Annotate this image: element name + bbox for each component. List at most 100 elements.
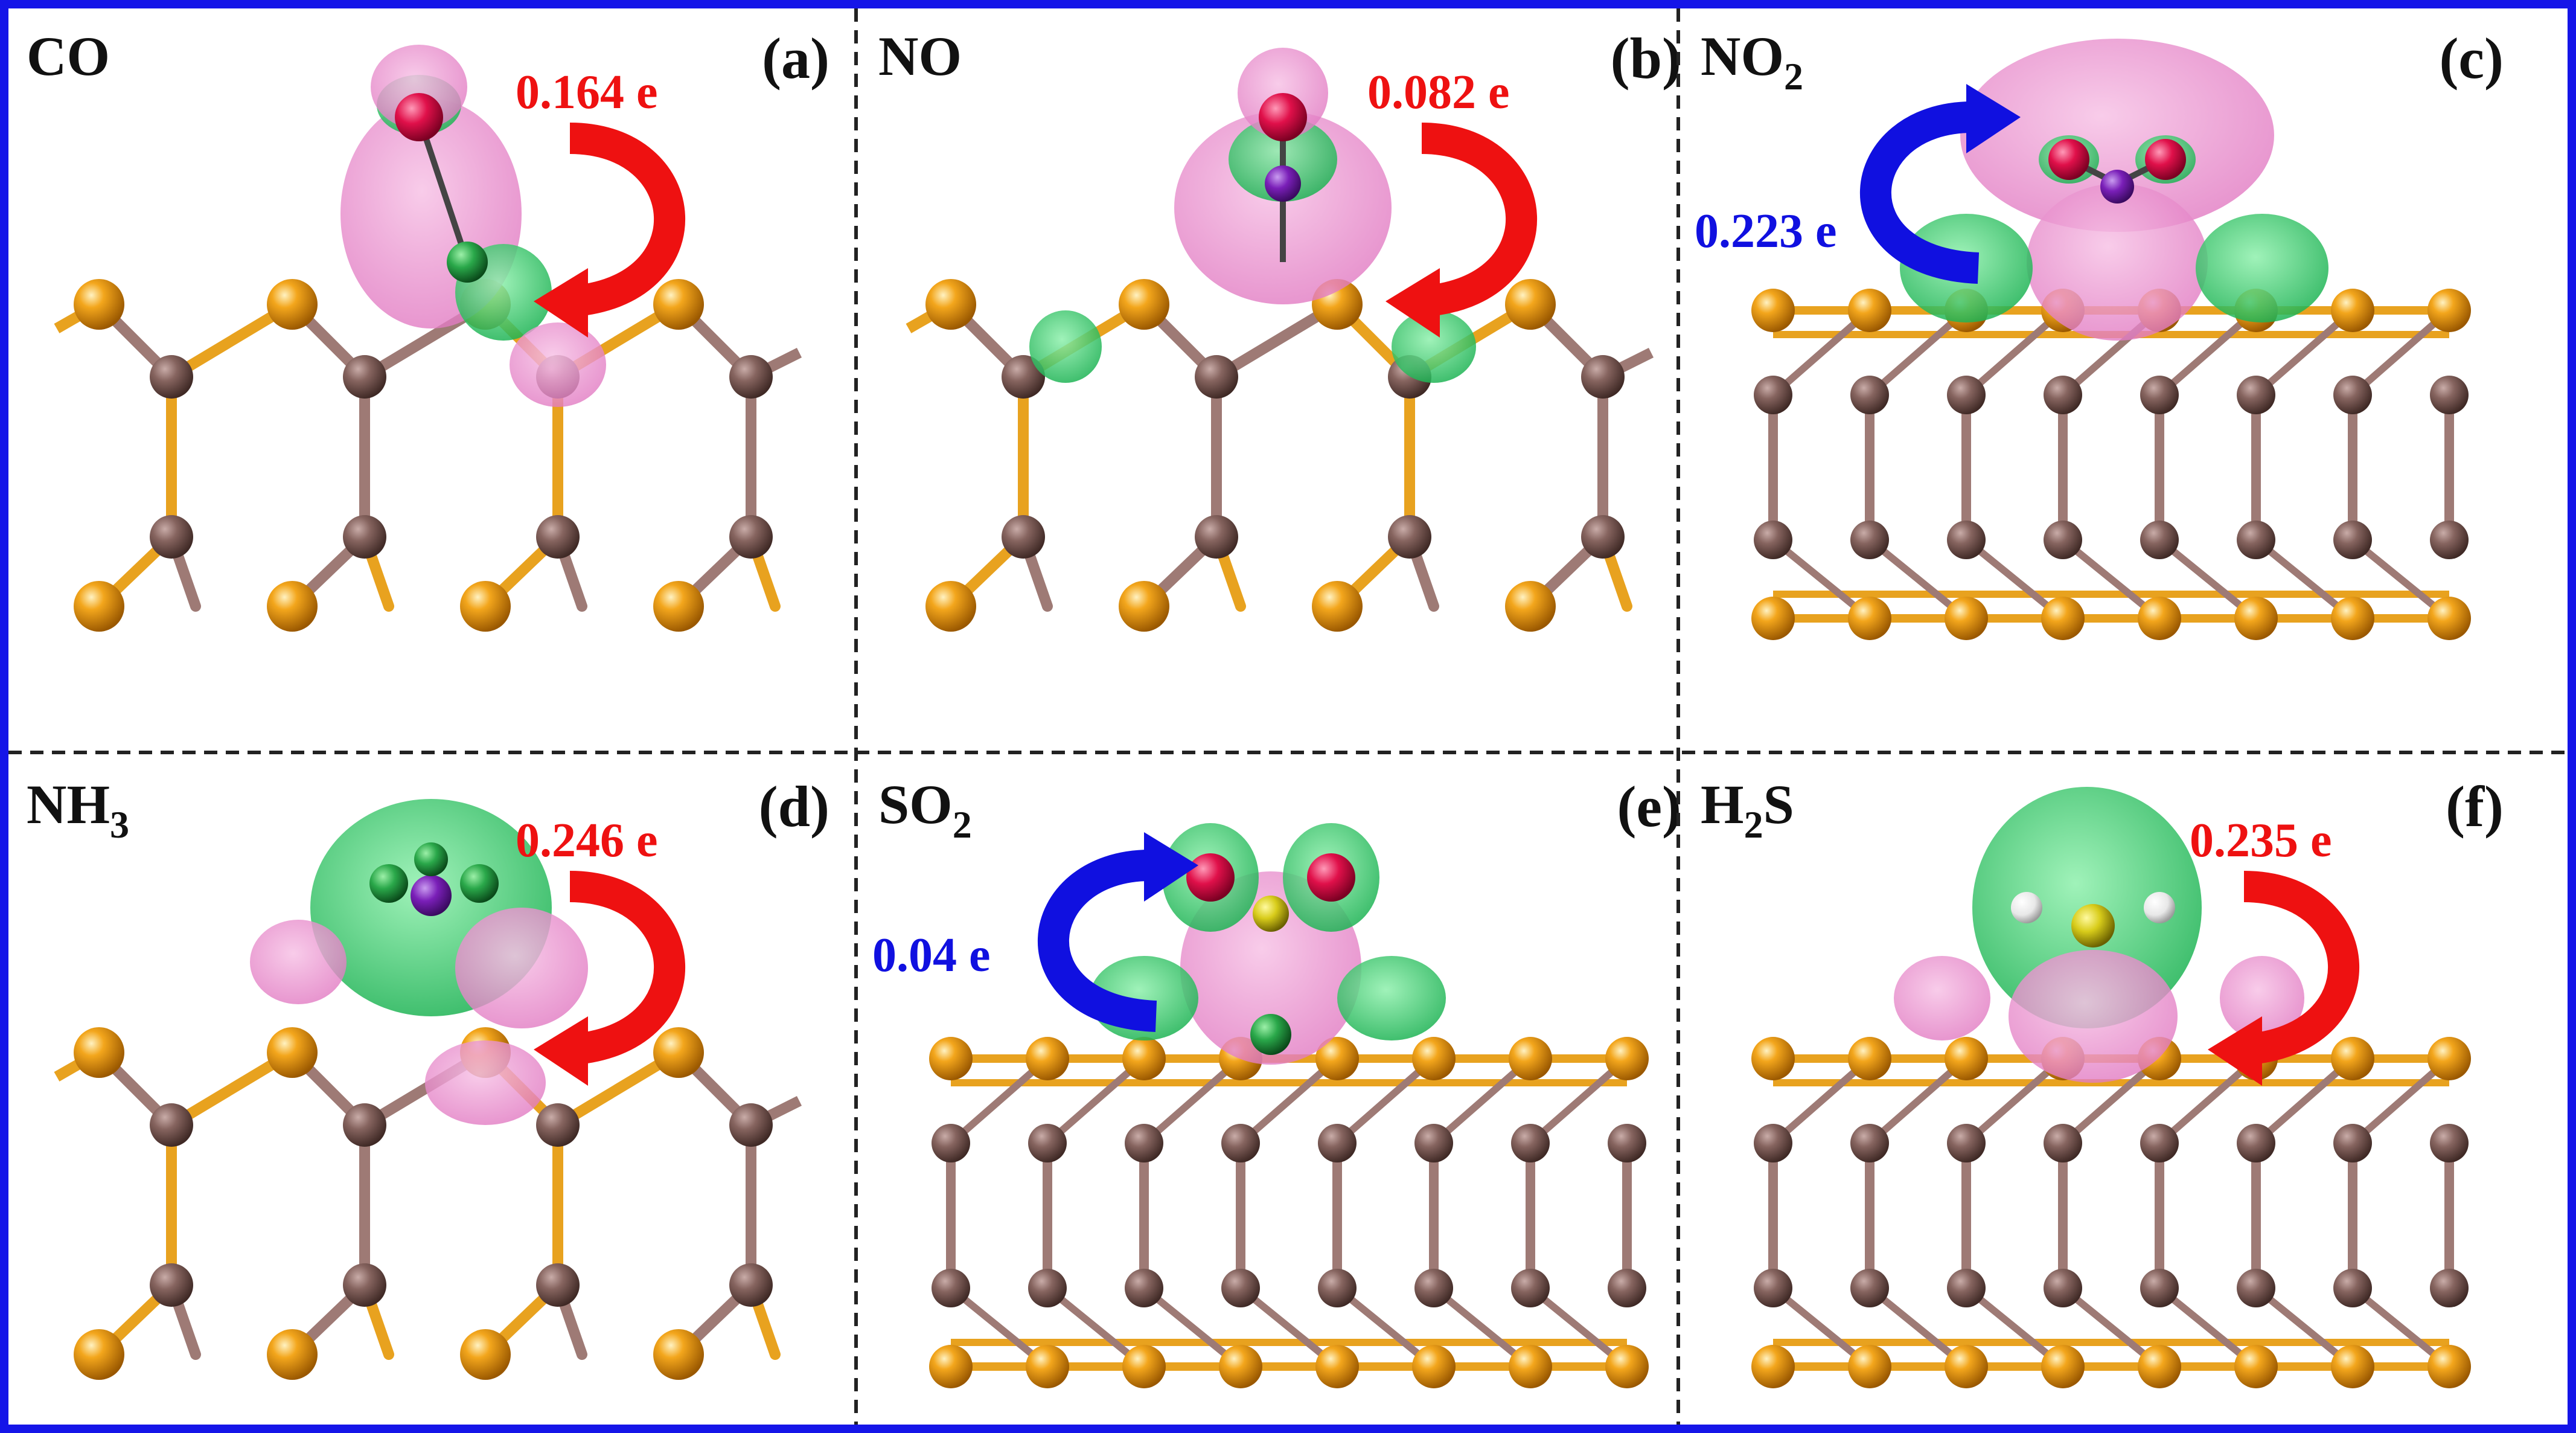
lattice-atom-nonmetal [1002,355,1045,399]
lattice-atom-metal [1751,289,1795,332]
charge-transfer-value: 0.164 e [516,66,658,119]
lattice-atom-metal [1315,1345,1359,1388]
lattice-atom-metal [1312,581,1363,632]
lattice-atom-metal [1751,1345,1795,1388]
charge-accumulation-region [2009,950,2178,1083]
panel-tag: (e) [1617,774,1681,839]
lattice-atom-nonmetal [1947,521,1986,559]
panel-tag: (c) [2439,26,2504,91]
lattice-atom-nonmetal [932,1124,970,1162]
lattice-atom-nonmetal [150,1263,193,1307]
molecule-label: NO2 [1701,25,1803,98]
lattice-atom-nonmetal [536,1103,580,1147]
lattice-atom-nonmetal [1221,1269,1260,1307]
lattice-atom-nonmetal [1581,515,1625,559]
lattice-atom-nonmetal [2140,1269,2179,1307]
lattice-atom-metal [2331,289,2374,332]
lattice-atom-metal [267,1329,318,1380]
arrow-head [1966,84,2021,153]
arrow-head [534,1016,588,1086]
molecule-formula: NO [1701,25,1784,87]
charge-transfer-arrow [568,871,686,1065]
lattice-atom-nonmetal [1754,376,1792,414]
lattice-atom-metal [925,279,976,330]
lattice-atom-nonmetal [1195,355,1238,399]
lattice-atom-nonmetal [1511,1124,1550,1162]
lattice-atom-metal [1945,1345,1988,1388]
lattice-atom-metal [653,581,704,632]
carbon-atom [447,242,488,283]
lattice-atom-nonmetal [1850,521,1889,559]
panel-a: CO(a)0.164 e [8,8,854,751]
lattice-atom-metal [1848,1345,1891,1388]
lattice-atom-nonmetal [1318,1269,1357,1307]
lattice-atom-nonmetal [2237,1269,2275,1307]
lattice-atom-metal [460,1329,511,1380]
charge-depletion-region [2196,214,2328,322]
molecule-label: NH3 [27,774,129,846]
lattice-atom-metal [1945,597,1988,640]
lattice-atom-metal [2234,1345,2278,1388]
charge-transfer-arrow [1420,123,1538,317]
panel-tag: (a) [762,26,829,91]
lattice-atom-nonmetal [2237,1124,2275,1162]
lattice-atom-metal [929,1037,973,1080]
lattice-atom-metal [1848,289,1891,332]
lattice-atom-metal [74,1329,124,1380]
lattice-atom-metal [2234,597,2278,640]
charge-accumulation-region [1960,39,2274,232]
lattice-atom-nonmetal [2044,521,2082,559]
charge-accumulation-region [2220,956,2304,1040]
charge-accumulation-region [250,920,347,1004]
panel-b: NO(b)0.082 e [860,8,1705,751]
molecule-formula: NO [878,25,962,87]
lattice-atom-metal [653,1027,704,1078]
lattice-atom-metal [2427,597,2471,640]
lattice-atom-nonmetal [1608,1124,1646,1162]
lattice-atom-nonmetal [1511,1269,1550,1307]
molecule-formula: NH [27,774,110,835]
lattice-atom-metal [1122,1037,1166,1080]
lattice-atom-nonmetal [2140,521,2179,559]
lattice-atom-metal [1751,1037,1795,1080]
lattice-atom-metal [2138,1345,2181,1388]
oxygen-atom [395,93,443,141]
lattice-atom-nonmetal [1388,515,1431,559]
lattice-atom-nonmetal [1195,515,1238,559]
panel-d: NH3(d)0.246 e [8,757,854,1433]
lattice-atom-nonmetal [1947,1124,1986,1162]
lattice-atom-metal [929,1345,973,1388]
lattice-atom-nonmetal [1028,1124,1067,1162]
panel-c: NO2(c)0.223 e [1683,8,2528,751]
lattice-atom-metal [2041,597,2085,640]
lattice-atom-metal [267,1027,318,1078]
lattice-atom-nonmetal [1318,1124,1357,1162]
lattice-atom-metal [1605,1345,1649,1388]
lattice-atom-metal [2041,1345,2085,1388]
lattice-atom-metal [2331,597,2374,640]
lattice-atom-nonmetal [1947,376,1986,414]
charge-depletion-region [1029,310,1102,383]
lattice-atom-metal [1026,1037,1069,1080]
charge-accumulation-region [510,322,606,407]
lattice-atom-nonmetal [2333,1124,2372,1162]
lattice-atom-nonmetal [536,1263,580,1307]
lattice-atom-metal [2427,1037,2471,1080]
lattice-atom-metal [925,581,976,632]
oxygen-atom [1259,93,1307,141]
lattice-atom-nonmetal [1754,1124,1792,1162]
nitrogen-atom [1265,165,1301,202]
lattice-atom-metal [1119,581,1169,632]
lattice-atom-metal [1505,581,1556,632]
lattice-atom-metal [2331,1037,2374,1080]
lattice-atom-nonmetal [150,1103,193,1147]
lattice-atom-metal [2331,1345,2374,1388]
lattice-atom-nonmetal [1125,1124,1163,1162]
oxygen-atom [1307,853,1355,902]
lattice-atom-nonmetal [729,355,773,399]
adsorption-site-atom [1250,1014,1291,1055]
hydrogen-atom [369,864,408,903]
molecule-subscript: 2 [1744,803,1763,846]
lattice-atom-metal [1412,1345,1456,1388]
